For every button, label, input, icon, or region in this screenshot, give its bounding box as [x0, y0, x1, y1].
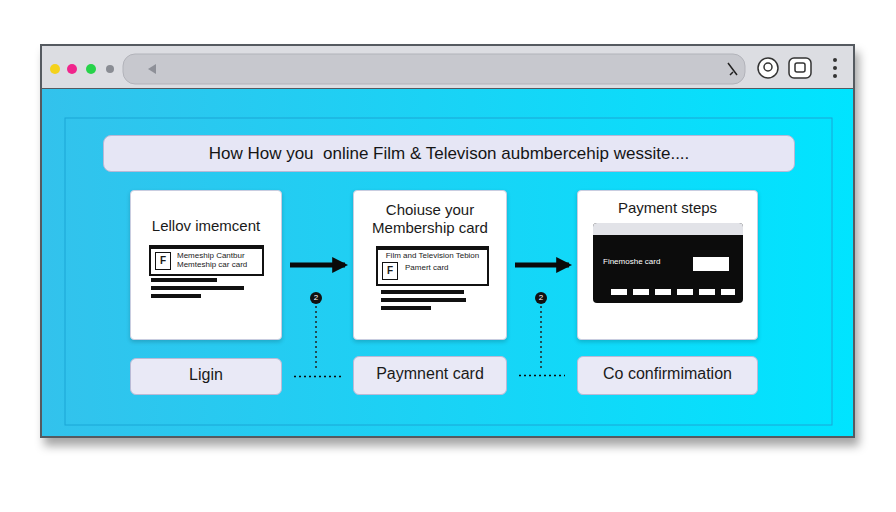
menu-dot: [833, 58, 837, 62]
dotted-connector: [294, 376, 341, 378]
card-digit-block: [611, 289, 627, 295]
credit-card: Finemoshe card: [593, 223, 743, 303]
callout-number: 2: [310, 292, 322, 304]
node-text: Memeship Cantbur Memteship car card: [177, 251, 259, 269]
step-label-box: Ligin: [130, 358, 282, 395]
profile-icon: [758, 58, 778, 78]
tab-icon: [789, 58, 811, 78]
card-digit-block: [655, 289, 671, 295]
node-text: F: [156, 253, 170, 268]
node-text: Ligin: [135, 359, 277, 391]
letter-box: F: [382, 262, 398, 280]
callout-number: 2: [535, 292, 547, 304]
flow-arrow: [515, 263, 569, 268]
leader-line: [315, 306, 317, 368]
page-title: How How you online Film & Televison aubm…: [103, 135, 795, 172]
tab-icon: [795, 63, 805, 72]
page-panel: [42, 89, 853, 436]
letter-box: F: [155, 252, 171, 270]
node-text: F: [383, 263, 397, 278]
window-dot: [67, 64, 77, 74]
menu-dot: [833, 74, 837, 78]
window-dot: [86, 64, 96, 74]
profile-icon: [764, 63, 772, 71]
panel-border: [65, 118, 832, 425]
address-bar: [123, 54, 745, 84]
card-stripe: [593, 223, 743, 235]
text-line-bar: [381, 290, 464, 294]
step-card: Lellov imemcentMemeship Cantbur Memteshi…: [130, 190, 282, 340]
card-digit-block: [699, 289, 715, 295]
node-text: Paymnent card: [358, 357, 502, 391]
text-line-bar: [151, 286, 244, 290]
card-digit-block: [677, 289, 693, 295]
text-line-bar: [381, 298, 466, 302]
payment-card-thumb: Film and Television TebionPamert cardF: [376, 246, 489, 286]
dotted-connector: [519, 375, 565, 377]
text-line-bar: [381, 306, 431, 310]
node-text: Co confirmimation: [582, 357, 753, 391]
card-field: [693, 257, 729, 271]
window-dot: [50, 64, 60, 74]
browser-toolbar: [42, 46, 853, 88]
text-line-bar: [151, 294, 201, 298]
node-text: Payment steps: [584, 199, 751, 216]
node-text: Finemoshe card: [603, 257, 683, 267]
node-text: Choiuse your Membership card: [360, 201, 500, 237]
browser-frame: [40, 44, 855, 438]
menu-dot: [833, 66, 837, 70]
step-card: Choiuse your Membership cardFilm and Tel…: [353, 190, 507, 340]
window-dot: [106, 65, 114, 73]
step-card: Payment stepsFinemoshe card: [577, 190, 758, 340]
membership-card-thumb: Memeship Cantbur Memteship car card F: [149, 245, 264, 276]
text-line-bar: [151, 278, 217, 282]
card-digit-block: [721, 289, 735, 295]
reload-icon: [728, 63, 737, 75]
card-digit-block: [633, 289, 649, 295]
node-text: Lellov imemcent: [137, 217, 275, 234]
back-arrow: [148, 64, 156, 74]
node-text: Film and Television Tebion: [381, 251, 484, 260]
step-label-box: Co confirmimation: [577, 356, 758, 395]
step-label-box: Paymnent card: [353, 356, 507, 395]
leader-line: [540, 306, 542, 368]
flow-arrow: [290, 263, 345, 268]
